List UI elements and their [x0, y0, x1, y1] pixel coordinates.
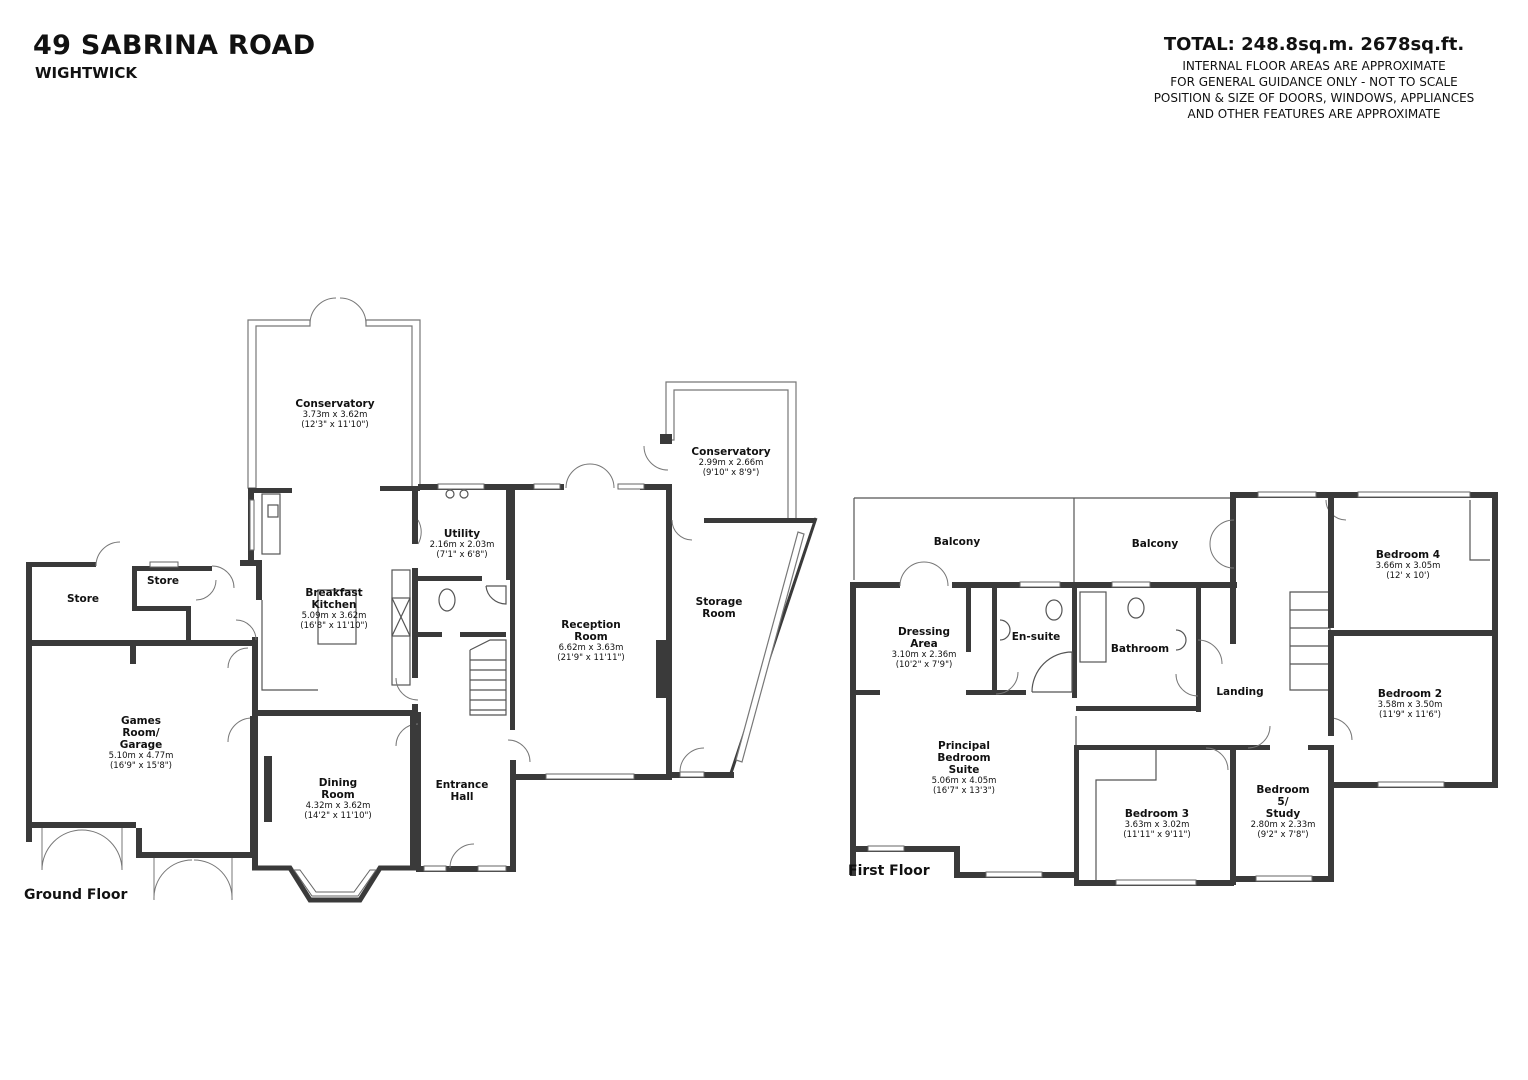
room-games-garage: Games Room/ Garage 5.10m x 4.77m (16'9" … [109, 715, 174, 771]
room-breakfast-kitchen: Breakfast Kitchen 5.09m x 3.62m (16'8" x… [300, 587, 367, 631]
room-principal-bedroom-suite: Principal Bedroom Suite 5.06m x 4.05m (1… [932, 740, 997, 796]
room-imperial: (9'2" x 7'8") [1257, 830, 1309, 840]
room-bathroom: Bathroom [1111, 643, 1169, 655]
room-imperial: (21'9" x 11'11") [557, 653, 625, 663]
disclaimer-line: INTERNAL FLOOR AREAS ARE APPROXIMATE [1182, 59, 1446, 73]
room-metric: 6.62m x 3.63m [558, 643, 624, 653]
room-dining: Dining Room 4.32m x 3.62m (14'2" x 11'10… [304, 777, 371, 821]
first-floor-label: First Floor [848, 863, 930, 879]
room-metric: 5.10m x 4.77m [108, 751, 174, 761]
disclaimer-line: AND OTHER FEATURES ARE APPROXIMATE [1187, 107, 1441, 121]
room-store-mid: Store [147, 575, 179, 587]
room-name: Balcony [933, 536, 981, 548]
room-name: Bedroom 2 [1377, 688, 1443, 700]
room-metric: 4.32m x 3.62m [305, 801, 371, 811]
room-name: Dining Room [318, 777, 358, 801]
room-conservatory-small: Conservatory 2.99m x 2.66m (9'10" x 8'9"… [691, 446, 770, 478]
room-name: Breakfast Kitchen [305, 587, 363, 611]
ground-floor-plan [26, 297, 818, 903]
room-imperial: (16'8" x 11'10") [300, 621, 368, 631]
room-name: Dressing Area [897, 626, 951, 650]
room-reception: Reception Room 6.62m x 3.63m (21'9" x 11… [557, 619, 624, 663]
room-name: Utility [443, 528, 481, 540]
room-entrance-hall: Entrance Hall [436, 779, 489, 803]
room-metric: 2.99m x 2.66m [698, 458, 764, 468]
disclaimer-line: POSITION & SIZE OF DOORS, WINDOWS, APPLI… [1153, 91, 1475, 105]
room-imperial: (11'9" x 11'6") [1378, 710, 1442, 720]
room-name: Balcony [1131, 538, 1179, 550]
room-balcony-right: Balcony [1132, 538, 1178, 550]
room-metric: 5.09m x 3.62m [301, 611, 367, 621]
room-imperial: (12' x 10') [1386, 571, 1430, 581]
room-name: En-suite [1011, 631, 1061, 643]
room-metric: 2.16m x 2.03m [429, 540, 495, 550]
room-imperial: (16'9" x 15'8") [109, 761, 173, 771]
room-dressing-area: Dressing Area 3.10m x 2.36m (10'2" x 7'9… [892, 626, 957, 670]
room-name: Bedroom 4 [1375, 549, 1441, 561]
room-metric: 3.63m x 3.02m [1124, 820, 1190, 830]
room-name: Bedroom 5/ Study [1256, 784, 1310, 820]
room-metric: 2.80m x 2.33m [1250, 820, 1316, 830]
room-ensuite: En-suite [1012, 631, 1060, 643]
ground-floor-label: Ground Floor [24, 887, 128, 903]
room-conservatory: Conservatory 3.73m x 3.62m (12'3" x 11'1… [295, 398, 374, 430]
room-metric: 3.58m x 3.50m [1377, 700, 1443, 710]
room-bedroom-5-study: Bedroom 5/ Study 2.80m x 2.33m (9'2" x 7… [1251, 784, 1316, 840]
room-imperial: (11'11" x 9'11") [1123, 830, 1191, 840]
room-utility: Utility 2.16m x 2.03m (7'1" x 6'8") [430, 528, 495, 560]
room-store-left: Store [67, 593, 99, 605]
room-storage: Storage Room [696, 596, 743, 620]
room-name: Reception Room [561, 619, 621, 643]
room-name: Landing [1216, 686, 1264, 698]
room-imperial: (7'1" x 6'8") [436, 550, 488, 560]
room-name: Store [146, 575, 180, 587]
room-bedroom-2: Bedroom 2 3.58m x 3.50m (11'9" x 11'6") [1378, 688, 1443, 720]
first-floor-plan [850, 491, 1498, 886]
room-imperial: (16'7" x 13'3") [932, 786, 996, 796]
room-balcony-left: Balcony [934, 536, 980, 548]
room-metric: 3.10m x 2.36m [891, 650, 957, 660]
property-title: 49 SABRINA ROAD [33, 30, 316, 61]
room-name: Bathroom [1110, 643, 1170, 655]
room-metric: 5.06m x 4.05m [931, 776, 997, 786]
property-location: WIGHTWICK [35, 64, 137, 82]
room-name: Games Room/ Garage [119, 715, 163, 751]
room-imperial: (10'2" x 7'9") [895, 660, 953, 670]
room-name: Conservatory [295, 398, 375, 410]
room-imperial: (12'3" x 11'10") [301, 420, 369, 430]
room-metric: 3.66m x 3.05m [1375, 561, 1441, 571]
room-imperial: (14'2" x 11'10") [304, 811, 372, 821]
room-bedroom-4: Bedroom 4 3.66m x 3.05m (12' x 10') [1376, 549, 1441, 581]
room-name: Conservatory [691, 446, 771, 458]
room-name: Store [66, 593, 100, 605]
room-metric: 3.73m x 3.62m [302, 410, 368, 420]
room-name: Entrance Hall [435, 779, 489, 803]
room-landing: Landing [1216, 686, 1263, 698]
total-area: TOTAL: 248.8sq.m. 2678sq.ft. [1163, 34, 1465, 55]
room-name: Principal Bedroom Suite [937, 740, 991, 776]
room-imperial: (9'10" x 8'9") [702, 468, 760, 478]
room-bedroom-3: Bedroom 3 3.63m x 3.02m (11'11" x 9'11") [1123, 808, 1190, 840]
room-name: Bedroom 3 [1124, 808, 1190, 820]
area-summary: TOTAL: 248.8sq.m. 2678sq.ft. INTERNAL FL… [1134, 34, 1494, 122]
disclaimer-line: FOR GENERAL GUIDANCE ONLY - NOT TO SCALE [1170, 75, 1458, 89]
room-name: Storage Room [695, 596, 743, 620]
